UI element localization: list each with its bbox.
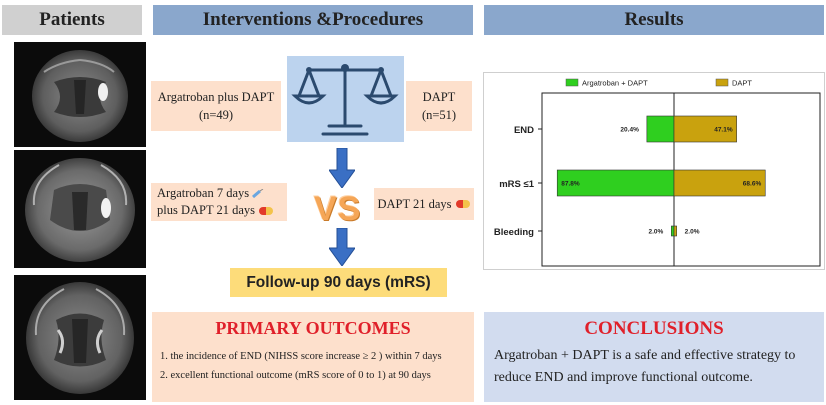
patients-header: Patients <box>2 5 142 35</box>
bar-dapt <box>673 115 737 143</box>
results-header: Results <box>484 5 824 35</box>
primary-outcome-item: 2. excellent functional outcome (mRS sco… <box>160 370 431 382</box>
argatroban-arm-n: (n=49) <box>198 108 234 122</box>
vs-label: VS <box>314 190 362 228</box>
dapt-arm-box: DAPT (n=51) <box>406 81 472 131</box>
argatroban-arm-name: Argatroban plus DAPT <box>157 89 275 104</box>
pill-icon <box>455 200 470 208</box>
value-label: 68.6% <box>743 181 762 188</box>
value-label: 2.0% <box>685 229 700 236</box>
value-label: 2.0% <box>649 229 664 236</box>
argatroban-regimen-line2: plus DAPT 21 days <box>157 203 256 217</box>
primary-outcomes-box: PRIMARY OUTCOMES 1. the incidence of END… <box>152 312 474 402</box>
category-label: Bleeding <box>494 227 534 238</box>
conclusions-body: Argatroban + DAPT is a safe and effectiv… <box>494 348 796 386</box>
legend-label: Argatroban + DAPT <box>582 79 648 88</box>
syringe-icon <box>252 188 264 199</box>
results-chart-svg: Argatroban + DAPT DAPT END 20.4% 47.1% mRS ≤1… <box>494 78 821 267</box>
brain-scan-image-2 <box>14 150 146 268</box>
dapt-regimen-text: DAPT 21 days <box>377 196 452 211</box>
primary-outcomes-title: PRIMARY OUTCOMES <box>215 318 411 338</box>
conclusions-title: CONCLUSIONS <box>584 318 724 339</box>
pill-icon <box>259 207 274 216</box>
value-label: 47.1% <box>714 127 733 134</box>
category-label: END <box>514 125 534 136</box>
category-label: mRS ≤1 <box>499 179 534 190</box>
results-chart: Argatroban + DAPT DAPT END 20.4% 47.1% mRS ≤1… <box>483 72 825 270</box>
dapt-arm-n: (n=51) <box>421 108 457 122</box>
arrow-down-icon <box>328 147 356 193</box>
argatroban-regimen-line1: Argatroban 7 days <box>157 186 250 201</box>
bar-dapt <box>673 169 766 197</box>
legend-label: DAPT <box>732 79 752 88</box>
dapt-arm-name: DAPT <box>422 89 456 104</box>
conclusions-box: CONCLUSIONS Argatroban + DAPT is a safe … <box>484 312 824 402</box>
primary-outcome-item: 1. the incidence of END (NIHSS score inc… <box>160 351 442 362</box>
scales-icon <box>287 56 404 142</box>
arrow-down-icon <box>328 227 356 271</box>
argatroban-arm-box: Argatroban plus DAPT (n=49) <box>151 81 281 131</box>
legend-swatch <box>715 78 729 87</box>
value-label: 20.4% <box>620 127 639 134</box>
bar-dapt <box>673 225 677 237</box>
argatroban-regimen-box: Argatroban 7 days plus DAPT 21 days <box>151 183 287 221</box>
bar-argatroban <box>671 225 675 237</box>
bar-argatroban <box>646 115 675 143</box>
brain-scan-image-3 <box>14 275 146 400</box>
bar-argatroban <box>556 169 675 197</box>
followup-label: Follow-up 90 days (mRS) <box>230 268 447 297</box>
brain-scan-image-1 <box>14 42 146 147</box>
interventions-header: Interventions &Procedures <box>153 5 473 35</box>
dapt-regimen-box: DAPT 21 days <box>374 188 474 220</box>
legend-swatch <box>565 78 579 87</box>
value-label: 87.8% <box>561 181 580 188</box>
plot-frame <box>541 92 821 267</box>
